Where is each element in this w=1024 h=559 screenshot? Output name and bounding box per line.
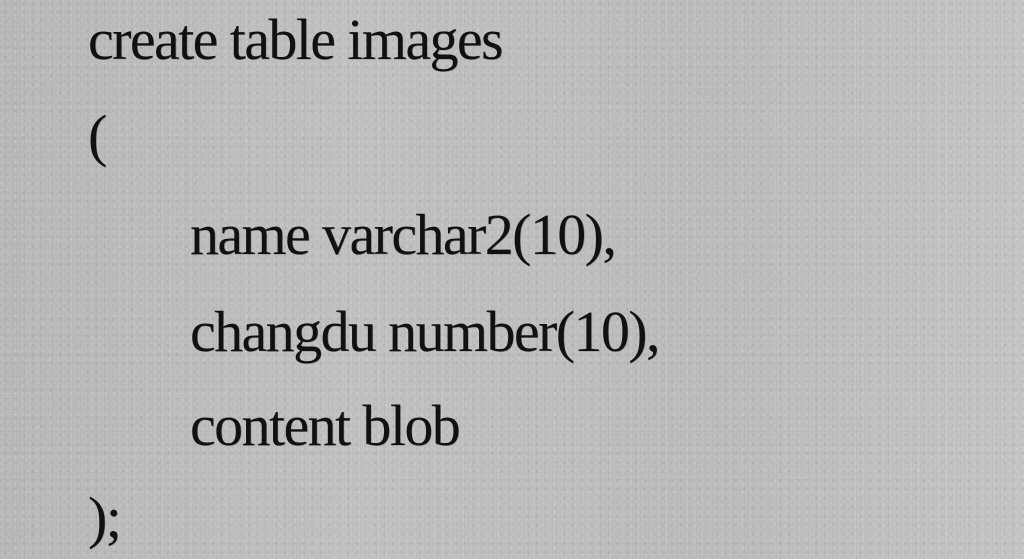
sql-line-content-field: content blob [190, 393, 461, 458]
sql-line-changdu-field: changdu number(10), [190, 299, 660, 364]
sql-line-name-field: name varchar2(10), [190, 202, 617, 267]
sql-line-create-table: create table images [88, 7, 504, 72]
sql-line-open-paren: ( [88, 103, 107, 168]
sql-line-close: ); [88, 485, 122, 550]
